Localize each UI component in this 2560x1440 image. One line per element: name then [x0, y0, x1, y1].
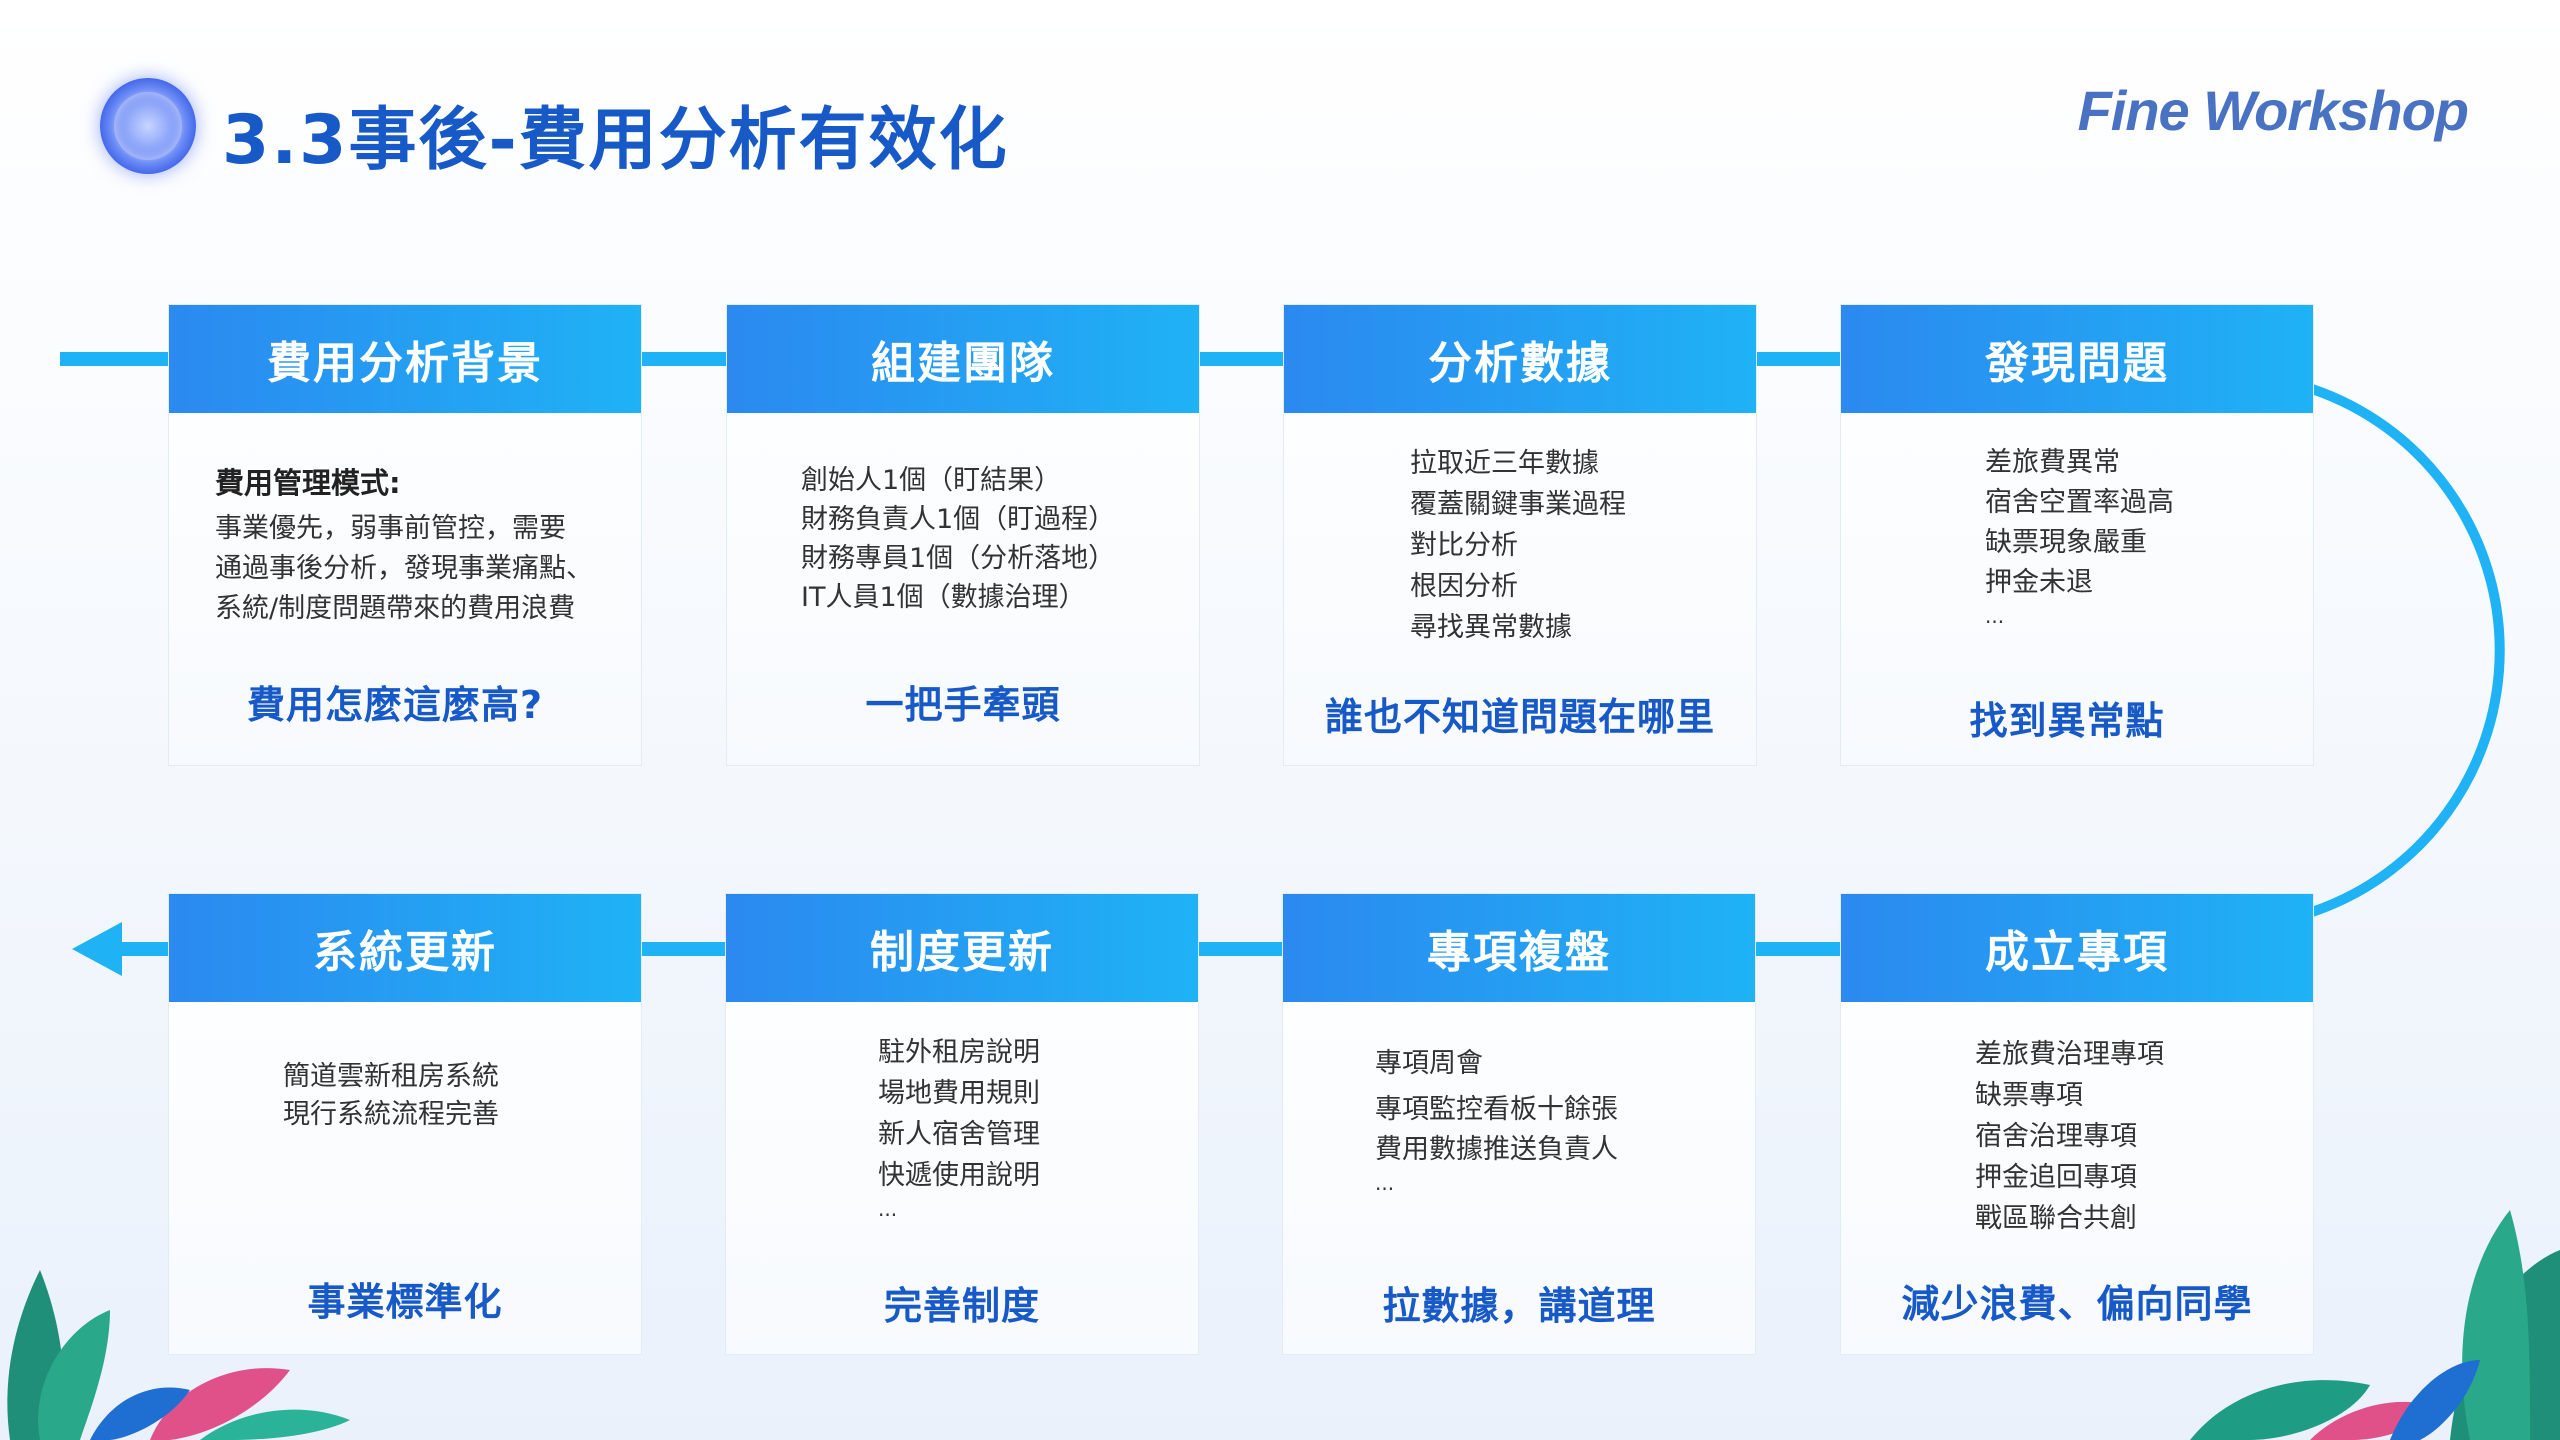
step-item: 財務專員1個（分析落地） — [801, 543, 1116, 574]
step-conclusion: 事業標準化 — [307, 1280, 503, 1324]
step-item: 新人宿舍管理 — [878, 1119, 1040, 1150]
step-item: 缺票專項 — [1975, 1080, 2083, 1111]
step-item: 宿舍治理專項 — [1975, 1121, 2137, 1152]
step-item: ... — [878, 1197, 898, 1221]
step-items: 駐外租房說明 場地費用規則 新人宿舍管理 快遞使用說明 ... — [878, 1032, 1040, 1222]
step-item: 費用數據推送負責人 — [1375, 1134, 1618, 1165]
arrow-left-icon — [72, 922, 122, 976]
return-arc — [2310, 384, 2505, 917]
step-card-system: 系統更新 簡道雲新租房系統 現行系統流程完善 事業標準化 — [168, 893, 642, 1355]
step-card-issues: 發現問題 差旅費異常 宿舍空置率過高 缺票現象嚴重 押金未退 ... 找到異常點 — [1840, 304, 2314, 766]
step-item: 對比分析 — [1410, 530, 1518, 561]
step-item: 現行系統流程完善 — [283, 1099, 499, 1130]
step-card-team: 組建團隊 創始人1個（盯結果） 財務負責人1個（盯過程） 財務專員1個（分析落地… — [726, 304, 1200, 766]
step-item: 事業優先，弱事前管控，需要 — [215, 513, 566, 544]
title-orb-icon — [100, 78, 196, 174]
step-items: 拉取近三年數據 覆蓋關鍵事業過程 對比分析 根因分析 尋找異常數據 — [1410, 443, 1626, 648]
step-conclusion: 完善制度 — [883, 1284, 1040, 1328]
step-items: 創始人1個（盯結果） 財務負責人1個（盯過程） 財務專員1個（分析落地） IT人… — [801, 461, 1115, 617]
step-subtitle: 費用管理模式: — [215, 466, 401, 500]
step-item: 場地費用規則 — [878, 1078, 1040, 1109]
step-card-analyze: 分析數據 拉取近三年數據 覆蓋關鍵事業過程 對比分析 根因分析 尋找異常數據 誰… — [1283, 304, 1757, 766]
step-item: 差旅費異常 — [1985, 447, 2120, 478]
step-items: 費用管理模式: 事業優先，弱事前管控，需要 通過事後分析，發現事業痛點、 系統/… — [215, 463, 593, 629]
step-header: 分析數據 — [1284, 305, 1756, 413]
step-item: 專項周會 — [1375, 1048, 1483, 1079]
step-items: 差旅費治理專項 缺票專項 宿舍治理專項 押金追回專項 戰區聯合共創 — [1975, 1034, 2164, 1239]
step-item: 差旅費治理專項 — [1975, 1039, 2164, 1070]
step-item: 駐外租房說明 — [878, 1037, 1040, 1068]
step-item: 尋找異常數據 — [1410, 612, 1572, 643]
step-card-review: 專項複盤 專項周會 專項監控看板十餘張 費用數據推送負責人 ... 拉數據，講道… — [1282, 893, 1756, 1355]
step-conclusion: 一把手牽頭 — [865, 683, 1061, 727]
step-items: 簡道雲新租房系統 現行系統流程完善 — [283, 1058, 499, 1134]
step-header: 組建團隊 — [727, 305, 1199, 413]
step-conclusion: 找到異常點 — [1969, 699, 2165, 743]
step-item: 押金未退 — [1985, 567, 2093, 598]
step-header: 系統更新 — [169, 894, 641, 1002]
step-item: 缺票現象嚴重 — [1985, 527, 2147, 558]
leaves-decoration-right-icon — [2190, 1210, 2560, 1440]
step-item: 拉取近三年數據 — [1410, 448, 1599, 479]
step-items: 專項周會 專項監控看板十餘張 費用數據推送負責人 ... — [1375, 1044, 1618, 1196]
step-item: 根因分析 — [1410, 571, 1518, 602]
step-item: 戰區聯合共創 — [1975, 1203, 2137, 1234]
step-item: ... — [1985, 604, 2005, 628]
step-item: 財務負責人1個（盯過程） — [801, 504, 1116, 535]
step-conclusion: 誰也不知道問題在哪里 — [1324, 695, 1715, 739]
step-item: 宿舍空置率過高 — [1985, 487, 2174, 518]
step-conclusion: 減少浪費、偏向同學 — [1901, 1282, 2253, 1326]
step-item: ... — [1375, 1171, 1395, 1195]
step-header: 費用分析背景 — [169, 305, 641, 413]
brand-logo: Fine Workshop — [2077, 79, 2469, 142]
step-item: 系統/制度問題帶來的費用浪費 — [215, 593, 576, 624]
step-header: 專項複盤 — [1283, 894, 1755, 1002]
step-item: 簡道雲新租房系統 — [283, 1061, 499, 1092]
step-item: 創始人1個（盯結果） — [801, 465, 1062, 496]
step-item: 押金追回專項 — [1975, 1162, 2137, 1193]
leaves-decoration-left-icon — [7, 1270, 350, 1440]
step-header: 發現問題 — [1841, 305, 2313, 413]
page-title: 3.3事後-費用分析有效化 — [222, 101, 1009, 180]
step-conclusion: 拉數據，講道理 — [1382, 1284, 1656, 1328]
step-item: 覆蓋關鍵事業過程 — [1410, 489, 1626, 520]
step-conclusion: 費用怎麼這麼高? — [246, 683, 544, 727]
step-card-background: 費用分析背景 費用管理模式: 事業優先，弱事前管控，需要 通過事後分析，發現事業… — [168, 304, 642, 766]
step-card-projects: 成立專項 差旅費治理專項 缺票專項 宿舍治理專項 押金追回專項 戰區聯合共創 減… — [1840, 893, 2314, 1355]
step-items: 差旅費異常 宿舍空置率過高 缺票現象嚴重 押金未退 ... — [1985, 443, 2174, 629]
step-card-policy: 制度更新 駐外租房說明 場地費用規則 新人宿舍管理 快遞使用說明 ... 完善制… — [725, 893, 1199, 1355]
step-header: 成立專項 — [1841, 894, 2313, 1002]
step-item: 快遞使用說明 — [878, 1160, 1040, 1191]
step-header: 制度更新 — [726, 894, 1198, 1002]
step-item: IT人員1個（數據治理） — [801, 582, 1086, 613]
step-item: 專項監控看板十餘張 — [1375, 1094, 1618, 1125]
step-item: 通過事後分析，發現事業痛點、 — [215, 553, 593, 584]
